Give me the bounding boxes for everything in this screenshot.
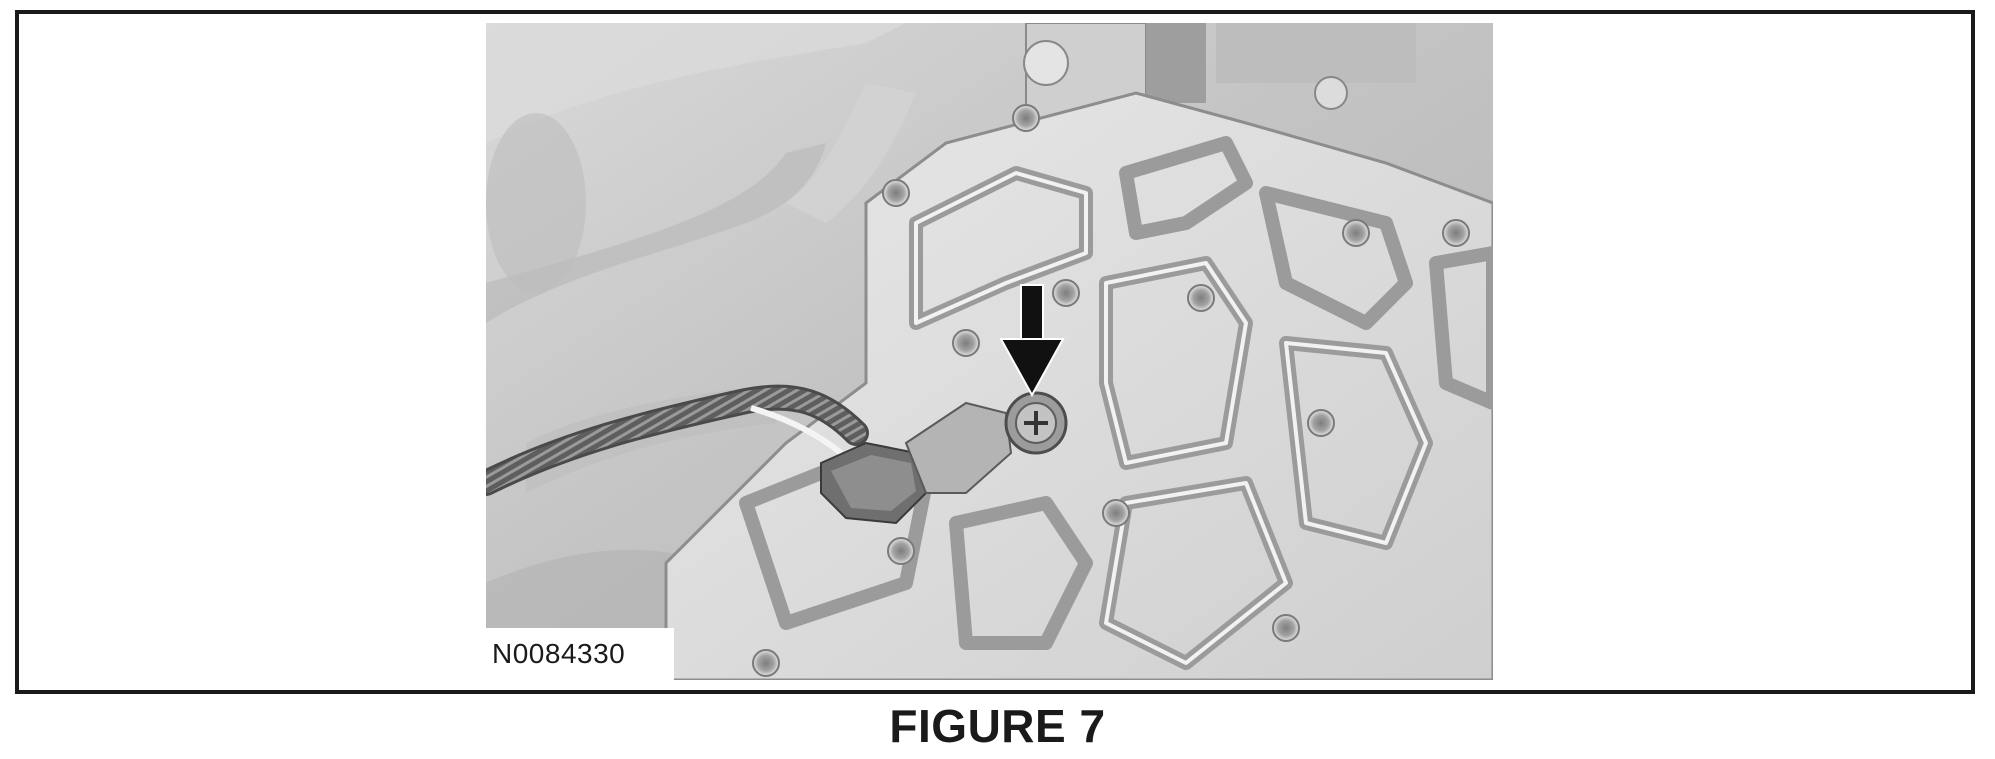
- figure-id-label: N0084330: [486, 628, 674, 680]
- valve-body-illustration: [486, 23, 1493, 680]
- down-arrow-icon: [999, 284, 1065, 398]
- valve-body-photo: [486, 23, 1493, 680]
- sensor-connector: [820, 401, 1013, 525]
- figure-caption: FIGURE 7: [889, 700, 1106, 752]
- retaining-bolt: [1004, 391, 1068, 455]
- bolt-holes: [752, 104, 1470, 677]
